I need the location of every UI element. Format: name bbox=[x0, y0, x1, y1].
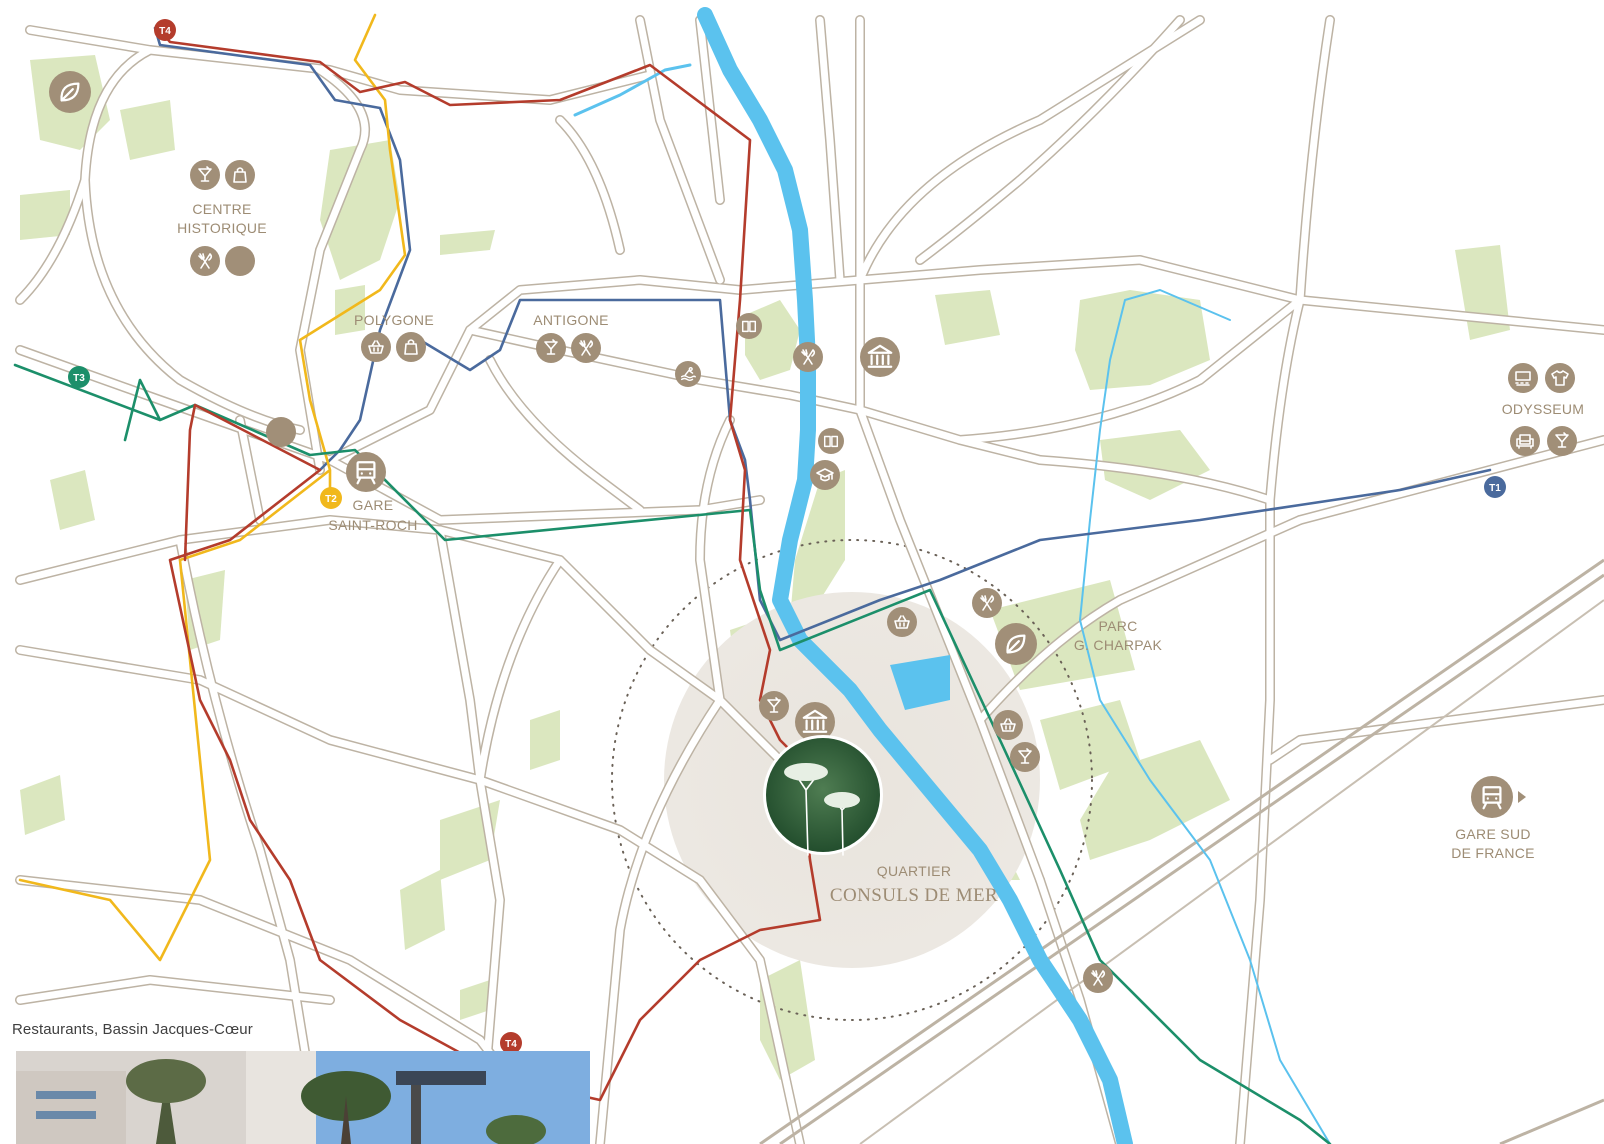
railway-lines bbox=[759, 558, 1604, 1144]
label-quartier: QUARTIER bbox=[877, 863, 952, 879]
photo-bassin-jacques-coeur bbox=[16, 1051, 590, 1144]
train-icon[interactable] bbox=[1471, 776, 1526, 818]
cinema-icon[interactable] bbox=[1508, 363, 1538, 393]
tram-badge-t2: T2 bbox=[320, 487, 342, 509]
basket-icon[interactable] bbox=[361, 332, 391, 362]
cocktail-icon[interactable] bbox=[759, 691, 789, 721]
district-labels: CENTRE HISTORIQUE POLYGONE ANTIGONE GARE… bbox=[177, 201, 1584, 906]
tram-badge-t4-bottom: T4 bbox=[500, 1032, 522, 1054]
river-lez bbox=[573, 7, 1331, 1144]
tram-line-t3 bbox=[13, 363, 1332, 1144]
label-centre-2: HISTORIQUE bbox=[177, 220, 267, 236]
shopping-bag-icon[interactable] bbox=[396, 332, 426, 362]
label-centre-1: CENTRE bbox=[192, 201, 251, 217]
restaurant-icon[interactable] bbox=[571, 333, 601, 363]
library-icon[interactable] bbox=[736, 313, 762, 339]
graduation-icon[interactable] bbox=[810, 460, 840, 490]
label-gare-sud-1: GARE SUD bbox=[1455, 826, 1531, 842]
svg-text:T2: T2 bbox=[325, 494, 337, 505]
tram-lines bbox=[13, 13, 1492, 1144]
tram-line-t2 bbox=[18, 13, 407, 962]
tram-badge-t1: T1 bbox=[1484, 476, 1506, 498]
label-consuls: CONSULS DE MER bbox=[830, 885, 998, 906]
library-icon[interactable] bbox=[818, 428, 844, 454]
leaf-icon[interactable] bbox=[995, 623, 1037, 665]
restaurant-icon[interactable] bbox=[190, 246, 220, 276]
restaurant-icon[interactable] bbox=[793, 342, 823, 372]
museum-icon[interactable] bbox=[860, 337, 900, 377]
leaf-icon[interactable] bbox=[49, 71, 91, 113]
svg-text:T4: T4 bbox=[505, 1039, 517, 1050]
restaurant-icon[interactable] bbox=[972, 588, 1002, 618]
label-parc-2: G. CHARPAK bbox=[1074, 637, 1163, 653]
basket-icon[interactable] bbox=[993, 710, 1023, 740]
tram-badge-t4-top: T4 bbox=[154, 19, 176, 41]
cocktail-icon[interactable] bbox=[536, 333, 566, 363]
label-antigone: ANTIGONE bbox=[533, 312, 609, 328]
project-marker[interactable] bbox=[763, 735, 883, 856]
pine-tree-icon bbox=[784, 763, 860, 856]
cocktail-icon[interactable] bbox=[190, 160, 220, 190]
lake bbox=[890, 655, 950, 710]
label-parc-1: PARC bbox=[1098, 618, 1137, 634]
label-polygone: POLYGONE bbox=[354, 312, 434, 328]
label-gare-1: GARE bbox=[353, 497, 394, 513]
basket-icon[interactable] bbox=[887, 607, 917, 637]
train-icon[interactable] bbox=[346, 452, 386, 492]
svg-text:T3: T3 bbox=[73, 373, 85, 384]
tram-line-t1 bbox=[153, 26, 1492, 642]
blank-poi-icon[interactable] bbox=[225, 246, 255, 276]
restaurant-icon[interactable] bbox=[1083, 963, 1113, 993]
shirt-icon[interactable] bbox=[1545, 363, 1575, 393]
shopping-bag-icon[interactable] bbox=[225, 160, 255, 190]
walking-radius-circle bbox=[611, 539, 1093, 1021]
park-areas bbox=[20, 55, 1510, 1080]
label-odysseum: ODYSSEUM bbox=[1502, 401, 1585, 417]
museum-icon[interactable] bbox=[795, 702, 835, 742]
blank-poi-icon[interactable] bbox=[266, 417, 296, 447]
tram-badge-t3: T3 bbox=[68, 366, 90, 388]
swimming-icon[interactable] bbox=[675, 361, 701, 387]
tram-line-t4 bbox=[158, 28, 822, 1102]
cocktail-icon[interactable] bbox=[1010, 742, 1040, 772]
photo-caption: Restaurants, Bassin Jacques-Cœur bbox=[12, 1021, 253, 1038]
svg-text:T1: T1 bbox=[1489, 483, 1501, 494]
label-gare-2: SAINT-ROCH bbox=[328, 517, 417, 533]
svg-text:T4: T4 bbox=[159, 26, 171, 37]
label-gare-sud-2: DE FRANCE bbox=[1451, 845, 1535, 861]
cocktail-icon[interactable] bbox=[1547, 426, 1577, 456]
sofa-icon[interactable] bbox=[1510, 426, 1540, 456]
